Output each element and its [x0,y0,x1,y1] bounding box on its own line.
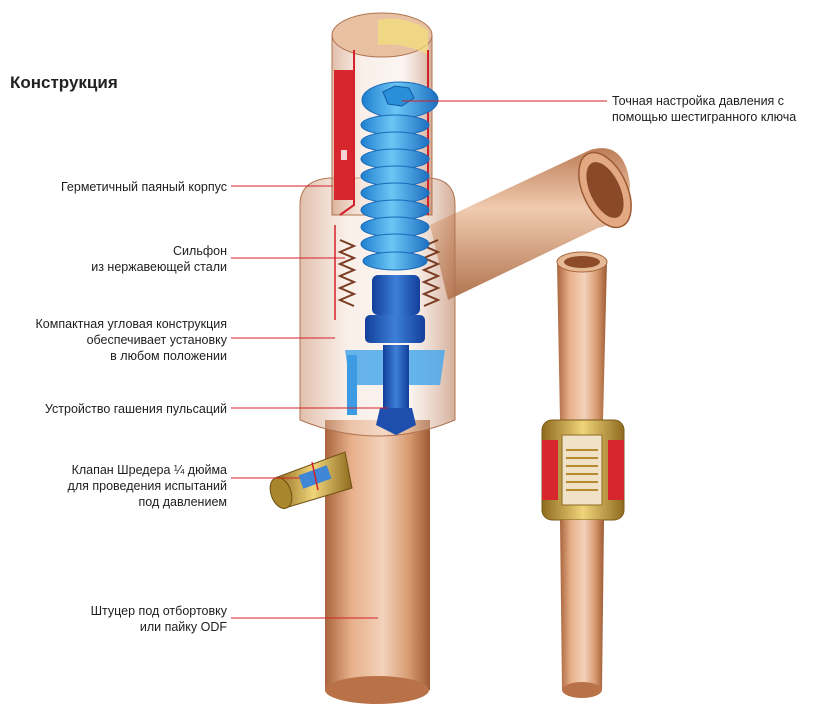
page-title: Конструкция [10,73,118,92]
label-line: Герметичный паяный корпус [60,180,227,194]
label-line: Компактная угловая конструкция [35,317,227,331]
label-angle-design: Компактная угловая конструкция обеспечив… [36,316,227,364]
label-damping: Устройство гашения пульсаций [45,401,227,417]
spring-assembly [345,81,445,435]
main-valve [269,12,632,704]
label-line: в любом положении [110,349,227,363]
label-line: или пайку ODF [139,620,227,634]
label-line: Сильфон [173,244,227,258]
label-line: обеспечивает установку [86,333,227,347]
label-housing: Герметичный паяный корпус [61,179,227,195]
label-line: Клапан Шредера ¼ дюйма [71,463,227,477]
label-line: из нержавеющей стали [91,260,227,274]
schrader-valve [269,451,353,509]
label-schrader: Клапан Шредера ¼ дюйма для проведения ис… [68,462,227,510]
label-fitting: Штуцер под отбортовку или пайку ODF [91,603,227,635]
label-line: Устройство гашения пульсаций [44,402,227,416]
label-line: для проведения испытаний [67,479,227,493]
label-bellows: Сильфон из нержавеющей стали [91,243,227,275]
label-line: Штуцер под отбортовку [90,604,227,618]
callout-lines [231,100,607,619]
label-pressure-setting: Точная настройка давления с помощью шест… [612,93,796,125]
secondary-valve [541,251,625,698]
label-line: помощью шестигранного ключа [612,110,797,124]
label-line: под давлением [138,495,228,509]
label-line: Точная настройка давления с [612,94,785,108]
